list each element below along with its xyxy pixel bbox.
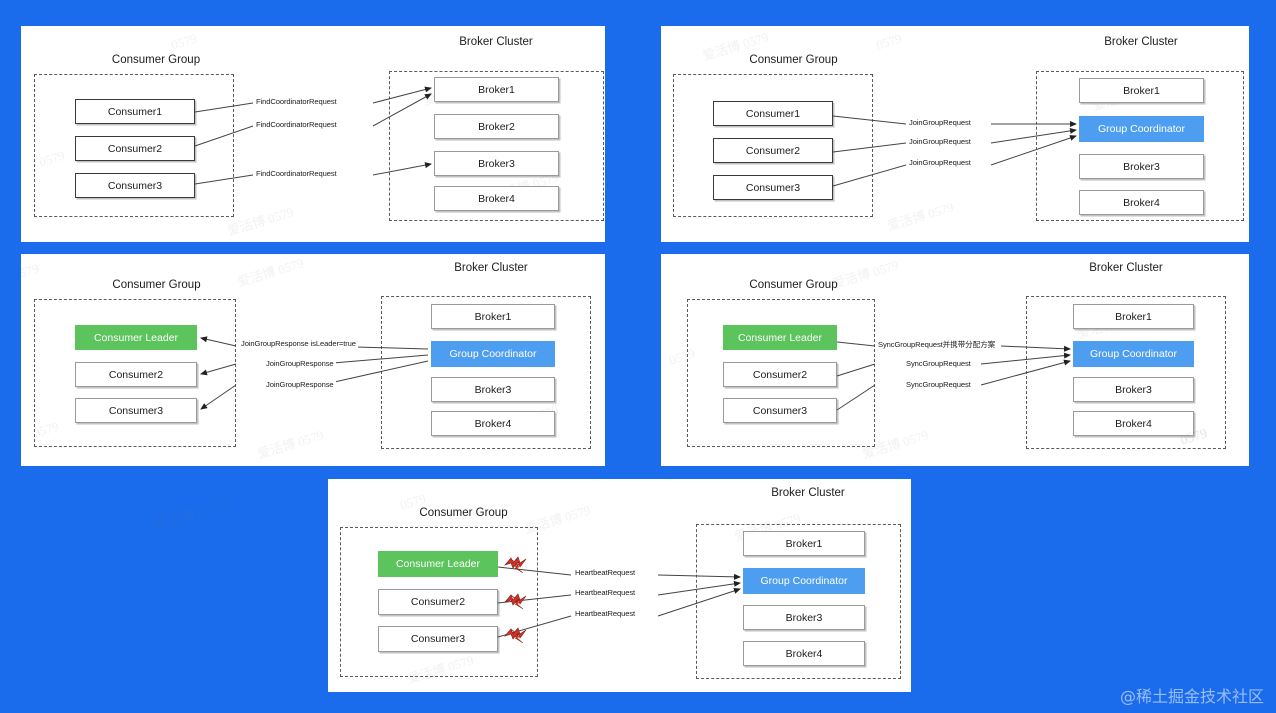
group-coordinator-node[interactable]: Group Coordinator: [743, 568, 865, 594]
broker-node[interactable]: Broker3: [743, 605, 865, 630]
broker-node[interactable]: Broker1: [743, 531, 865, 556]
consumer-node[interactable]: Consumer2: [378, 589, 498, 615]
panel-heartbeat-request: 0579 爱活博 0579 爱活博 0579 爱活博 0579 0579 Con…: [328, 479, 911, 692]
edge-label: FindCoordinatorRequest: [254, 169, 339, 178]
broker-node[interactable]: Broker3: [1073, 377, 1194, 402]
edge-label: SyncGroupRequest: [904, 359, 973, 368]
edge-label: JoinGroupResponse: [264, 359, 336, 368]
consumer-group-title: Consumer Group: [111, 54, 201, 66]
broker-cluster-boundary: [389, 71, 604, 221]
consumer-node[interactable]: Consumer3: [713, 175, 833, 200]
consumer-leader-node[interactable]: Consumer Leader: [75, 325, 197, 350]
watermark-tile: 爱活博 0579: [225, 204, 296, 239]
watermark-tile: 爱活博 0579: [255, 427, 326, 462]
watermark-tile: 0579: [21, 260, 41, 283]
watermark-tile: 爱活博 0579: [149, 497, 230, 537]
edge-label: HeartbeatRequest: [573, 609, 638, 618]
group-coordinator-node[interactable]: Group Coordinator: [431, 341, 555, 367]
broker-node[interactable]: Broker1: [1079, 78, 1204, 103]
consumer-node[interactable]: Consumer3: [75, 173, 195, 198]
consumer-node[interactable]: Consumer3: [723, 398, 837, 423]
broker-node[interactable]: Broker1: [1073, 304, 1194, 329]
consumer-node[interactable]: Consumer1: [713, 101, 833, 126]
edge-label: HeartbeatRequest: [573, 588, 638, 597]
broker-node[interactable]: Broker4: [1079, 190, 1204, 215]
consumer-group-title: Consumer Group: [749, 279, 838, 291]
consumer-node[interactable]: Consumer3: [378, 626, 498, 652]
panel-join-group-request: 爱活博 0579 0579 爱活博 0579 爱活博 0579 0579 Con…: [661, 26, 1249, 242]
broker-node[interactable]: Broker3: [434, 151, 559, 176]
broker-cluster-title: Broker Cluster: [459, 36, 533, 48]
edge-label: JoinGroupRequest: [907, 137, 973, 146]
watermark-tile: 爱活博 0579: [235, 255, 306, 290]
consumer-node[interactable]: Consumer2: [713, 138, 833, 163]
consumer-node[interactable]: Consumer2: [75, 136, 195, 161]
consumer-node[interactable]: Consumer1: [75, 99, 195, 124]
broker-node[interactable]: Broker3: [1079, 154, 1204, 179]
consumer-leader-node[interactable]: Consumer Leader: [378, 551, 498, 577]
lightning-bolt-icon: [504, 626, 528, 642]
broker-node[interactable]: Broker3: [431, 377, 555, 402]
watermark-tile: 爱活博 0579: [885, 199, 956, 234]
broker-cluster-title: Broker Cluster: [1089, 262, 1163, 274]
consumer-group-title: Consumer Group: [112, 279, 201, 291]
group-coordinator-node[interactable]: Group Coordinator: [1073, 341, 1194, 367]
consumer-group-title: Consumer Group: [749, 54, 838, 66]
panel-join-group-response: 0579 爱活博 0579 0579 爱活博 0579 爱活博 0579 Con…: [21, 254, 605, 466]
broker-node[interactable]: Broker4: [1073, 411, 1194, 436]
consumer-node[interactable]: Consumer2: [723, 362, 837, 387]
broker-cluster-title: Broker Cluster: [1104, 36, 1178, 48]
edge-label: FindCoordinatorRequest: [254, 120, 339, 129]
panel-sync-group-request: 爱活博 0579 0579 爱活博 0579 爱活博 0579 0579 Con…: [661, 254, 1249, 466]
edge-label: SyncGroupRequest: [904, 380, 973, 389]
edge-label: JoinGroupResponse: [264, 380, 336, 389]
consumer-node[interactable]: Consumer2: [75, 362, 197, 387]
broker-node[interactable]: Broker4: [431, 411, 555, 436]
consumer-group-title: Consumer Group: [419, 507, 508, 519]
site-watermark: @稀土掘金技术社区: [1119, 687, 1264, 706]
broker-cluster-title: Broker Cluster: [454, 262, 528, 274]
broker-node[interactable]: Broker2: [434, 114, 559, 139]
consumer-leader-node[interactable]: Consumer Leader: [723, 325, 837, 350]
edge-label: JoinGroupResponse isLeader=true: [239, 339, 358, 348]
edge-label: HeartbeatRequest: [573, 568, 638, 577]
edge-label: SyncGroupRequest并携带分配方案: [876, 339, 998, 350]
panel-find-coordinator: 0579 0579 爱活博 0579 爱活博 0579 爱活博 0579 Con…: [21, 26, 605, 242]
lightning-bolt-icon: [504, 555, 528, 571]
lightning-bolt-icon: [504, 592, 528, 608]
broker-node[interactable]: Broker4: [434, 186, 559, 211]
edge-label: JoinGroupRequest: [907, 158, 973, 167]
broker-node[interactable]: Broker1: [434, 77, 559, 102]
watermark-tile: 0579: [169, 30, 199, 53]
broker-cluster-title: Broker Cluster: [771, 487, 845, 499]
consumer-node[interactable]: Consumer3: [75, 398, 197, 423]
broker-node[interactable]: Broker4: [743, 641, 865, 666]
edge-label: FindCoordinatorRequest: [254, 97, 339, 106]
edge-label: JoinGroupRequest: [907, 118, 973, 127]
group-coordinator-node[interactable]: Group Coordinator: [1079, 116, 1204, 142]
watermark-tile: 0579: [874, 30, 904, 53]
broker-node[interactable]: Broker1: [431, 304, 555, 329]
